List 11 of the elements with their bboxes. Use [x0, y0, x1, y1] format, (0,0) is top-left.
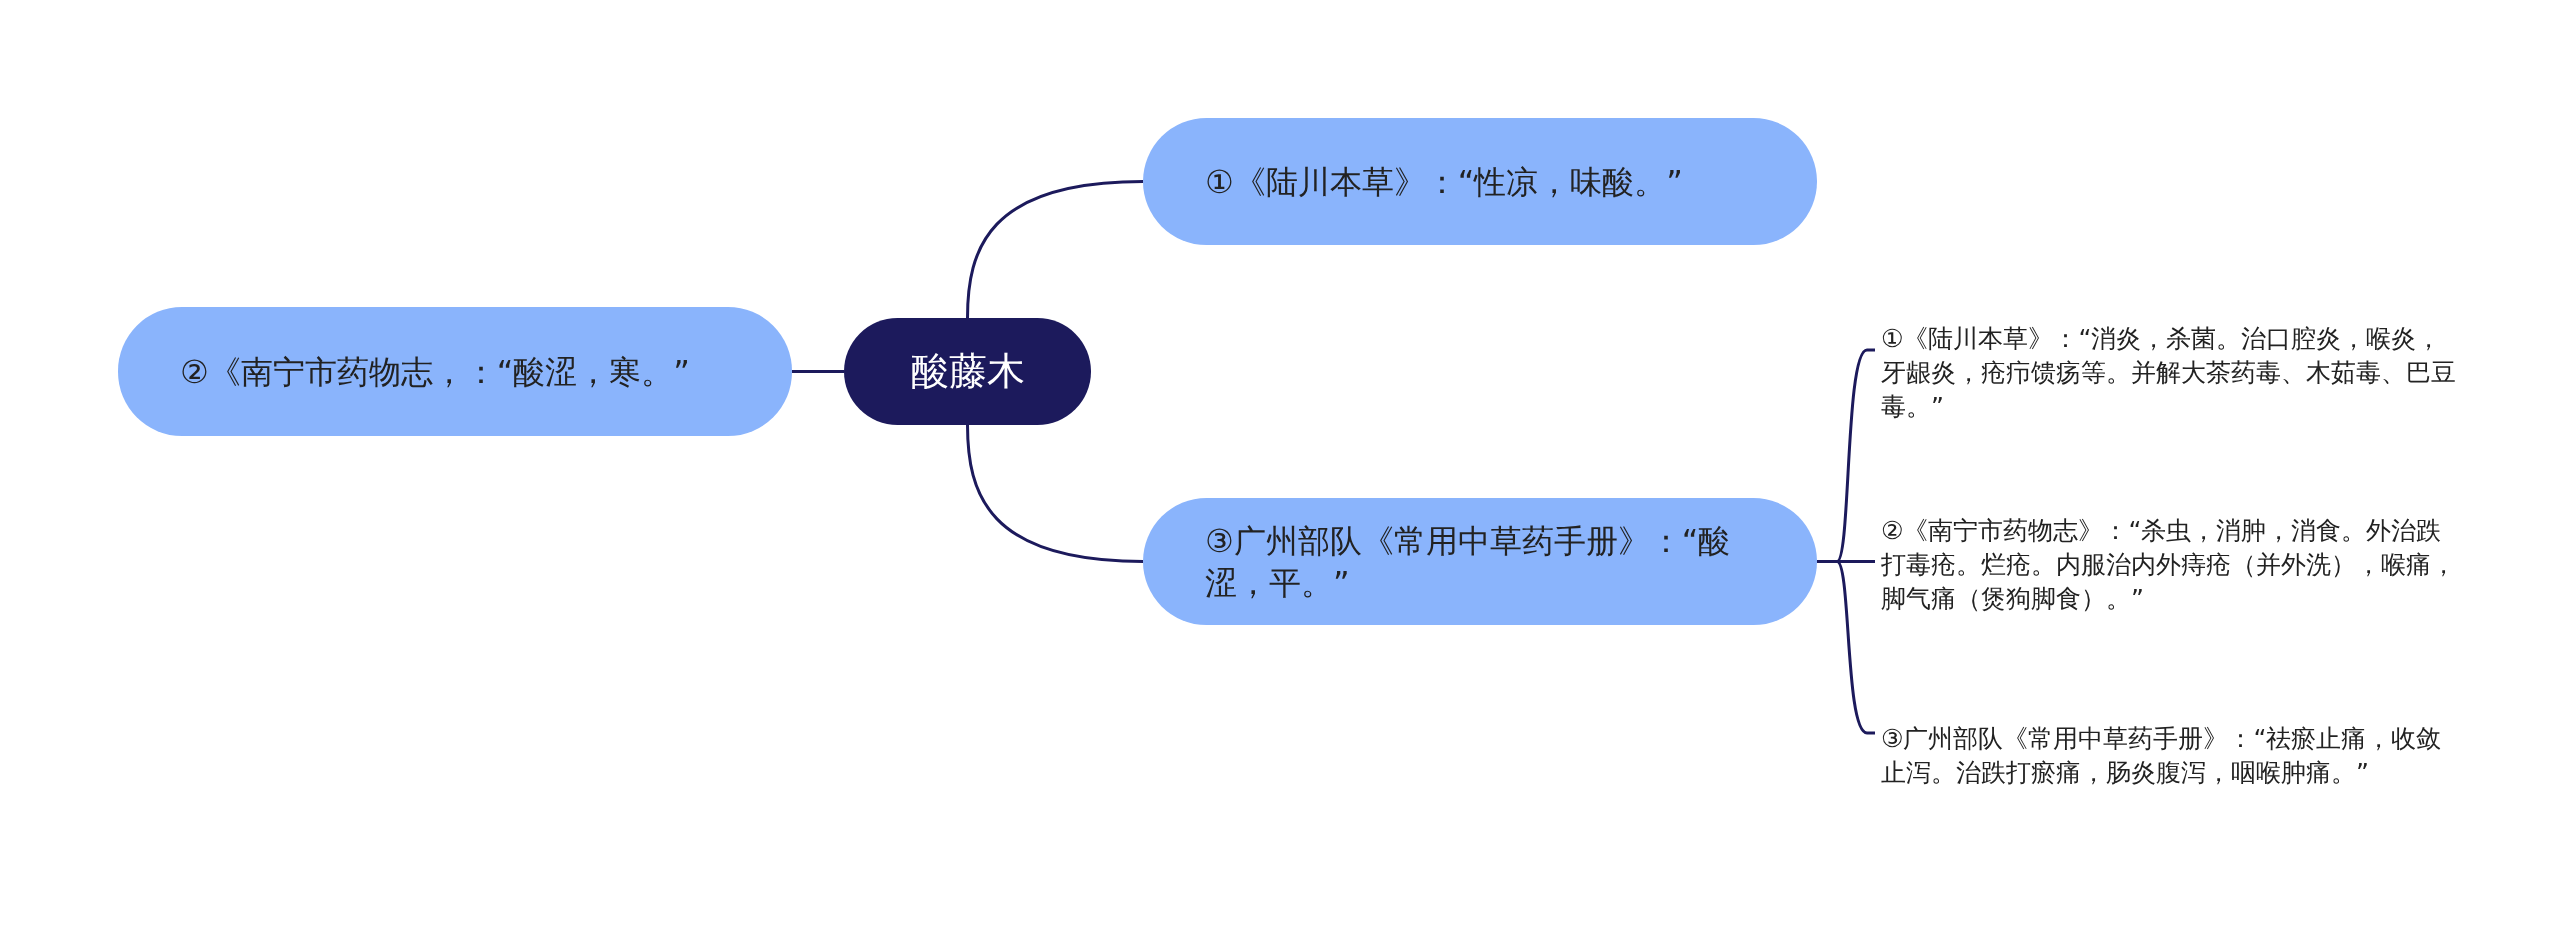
topic-text: ②《南宁市药物志，：“酸涩，寒。” — [180, 351, 690, 393]
connector-line — [792, 370, 844, 373]
note-text: ①《陆川本草》：“消炎，杀菌。治口腔炎，喉炎，牙龈炎，疮疖馈疡等。并解大茶药毒、木茹毒、巴豆毒。” — [1881, 323, 2457, 423]
connector-line — [966, 180, 1144, 319]
topic-text: 酸藤木 — [910, 348, 1025, 395]
topic-text: ③广州部队《常用中草药手册》：“酸涩，平。” — [1205, 520, 1732, 604]
connector-line — [1817, 560, 1875, 735]
note-text: ③广州部队《常用中草药手册》：“祛瘀止痛，收敛止泻。治跌打瘀痛，肠炎腹泻，咽喉肿痛。” — [1881, 723, 2443, 789]
note-text: ②《南宁市药物志》：“杀虫，消肿，消食。外治跌打毒疮。烂疮。内服治内外痔疮（并外洗），喉痛，脚气痛（煲狗脚食）。” — [1881, 515, 2457, 615]
connector-line — [966, 424, 1144, 563]
topic-text: ①《陆川本草》：“性凉，味酸。” — [1205, 161, 1683, 203]
